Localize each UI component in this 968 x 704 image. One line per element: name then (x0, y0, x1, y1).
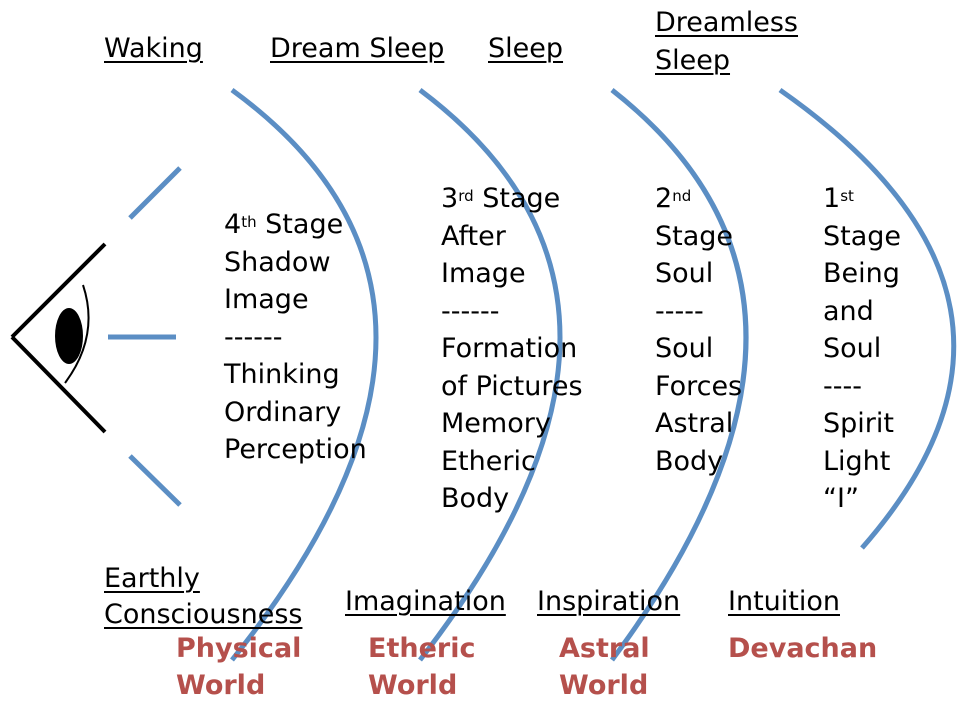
footer-earthly-line2: Consciousness (104, 599, 303, 630)
stage-3-title: 3rd Stage (441, 183, 561, 214)
world-physical-line1: Physical (176, 633, 302, 664)
footer-earthly-line1: Earthly (104, 563, 200, 594)
stage-1-line: “I” (823, 483, 859, 514)
header-sleep: Sleep (488, 33, 564, 64)
stage-3-line: Image (441, 258, 526, 289)
stage-1-text: 1st Stage Being and Soul ---- Spirit Lig… (823, 180, 901, 518)
arc-stage-1 (778, 87, 957, 550)
stage-3-line: ------ (441, 295, 500, 327)
stage-3-text: 3rd Stage After Image ------ Formation o… (441, 180, 583, 518)
stage-2-title: 2nd (655, 183, 692, 214)
stage-4-text: 4th Stage Shadow Image ------ Thinking O… (224, 206, 367, 469)
stage-3-line: Body (441, 483, 510, 514)
stage-2-text: 2nd Stage Soul ----- Soul Forces Astral … (655, 180, 742, 480)
header-dreamless-line2: Sleep (655, 45, 731, 76)
eye-icon (10, 242, 107, 434)
stage-2-line: Soul (655, 258, 714, 289)
stage-4-title: 4th Stage (224, 209, 344, 240)
stage-4-line: Shadow (224, 246, 331, 278)
stage-4-line: ------ (224, 321, 283, 353)
stage-1-line: Light (823, 445, 891, 477)
world-devachan: Devachan (728, 633, 878, 664)
world-etheric-line1: Etheric (368, 633, 476, 664)
stage-4-line: Thinking (224, 359, 340, 390)
stage-1-line: Spirit (823, 408, 894, 439)
stage-3-line: of Pictures (441, 370, 583, 402)
stage-1-line: Soul (823, 333, 882, 364)
stage-2-line: Soul (655, 333, 714, 364)
header-waking: Waking (104, 33, 203, 64)
stage-1-title: 1st (823, 183, 854, 214)
world-astral-line1: Astral (559, 633, 650, 664)
stage-1-line: and (823, 295, 874, 327)
stage-2-line: ----- (655, 295, 704, 327)
arc-stage-2 (609, 88, 749, 662)
stage-1-line: Being (823, 258, 900, 289)
ray-upper (128, 166, 182, 220)
footer-imagination: Imagination (345, 586, 506, 617)
header-dream-sleep: Dream Sleep (270, 33, 445, 64)
stage-2-line: Forces (655, 370, 743, 402)
header-dreamless-line1: Dreamless (655, 7, 799, 38)
world-physical-line2: World (176, 670, 266, 701)
footer-inspiration: Inspiration (537, 586, 681, 617)
stage-4-line: Image (224, 284, 309, 315)
stage-1-line: Stage (823, 220, 902, 252)
stage-3-line: Etheric (441, 445, 536, 477)
stage-4-line: Ordinary (224, 396, 342, 428)
stage-3-line: Memory (441, 408, 551, 439)
arc-stage-4 (230, 87, 379, 662)
footer-intuition: Intuition (728, 586, 840, 617)
stage-2-line: Stage (655, 220, 734, 252)
arc-stage-3 (418, 88, 563, 662)
stage-1-line: ---- (823, 370, 862, 402)
stage-2-line: Astral (655, 408, 734, 439)
stage-3-line: After (441, 220, 506, 252)
ray-lower (128, 454, 182, 507)
stage-3-line: Formation (441, 333, 578, 364)
stage-2-line: Body (655, 445, 724, 477)
world-etheric-line2: World (368, 670, 458, 701)
world-astral-line2: World (559, 670, 649, 701)
stage-4-line: Perception (224, 434, 367, 465)
